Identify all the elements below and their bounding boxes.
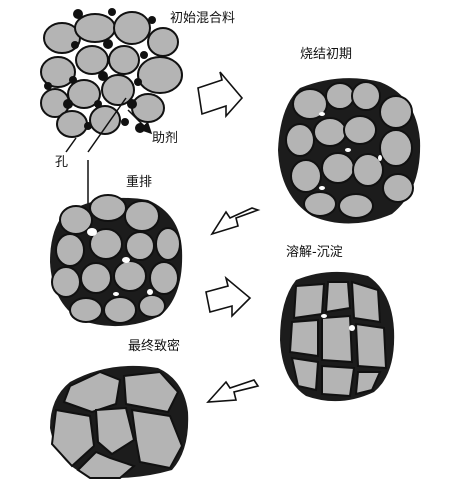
rearrange-grains	[51, 194, 181, 324]
arrow-right-3	[205, 275, 252, 318]
label-additive: 助剂	[152, 131, 178, 146]
arrow-left-4	[206, 379, 260, 403]
initial-mixture-cluster	[40, 11, 183, 138]
solution-grains	[288, 280, 388, 398]
label-pore: 孔	[55, 155, 68, 170]
arrow-left-2	[210, 207, 261, 236]
early-grains	[285, 81, 414, 219]
solution-pores	[321, 314, 355, 331]
label-initial: 初始混合料	[170, 11, 235, 26]
label-early: 烧结初期	[300, 47, 352, 62]
arrow-right-1	[197, 71, 244, 119]
early-pores	[319, 112, 382, 190]
label-solution: 溶解-沉淀	[286, 245, 343, 260]
label-final: 最终致密	[128, 338, 180, 354]
label-rearrange: 重排	[126, 174, 152, 190]
additive-particles	[44, 8, 156, 133]
final-grains	[50, 370, 184, 479]
rearrange-pores	[87, 228, 153, 296]
